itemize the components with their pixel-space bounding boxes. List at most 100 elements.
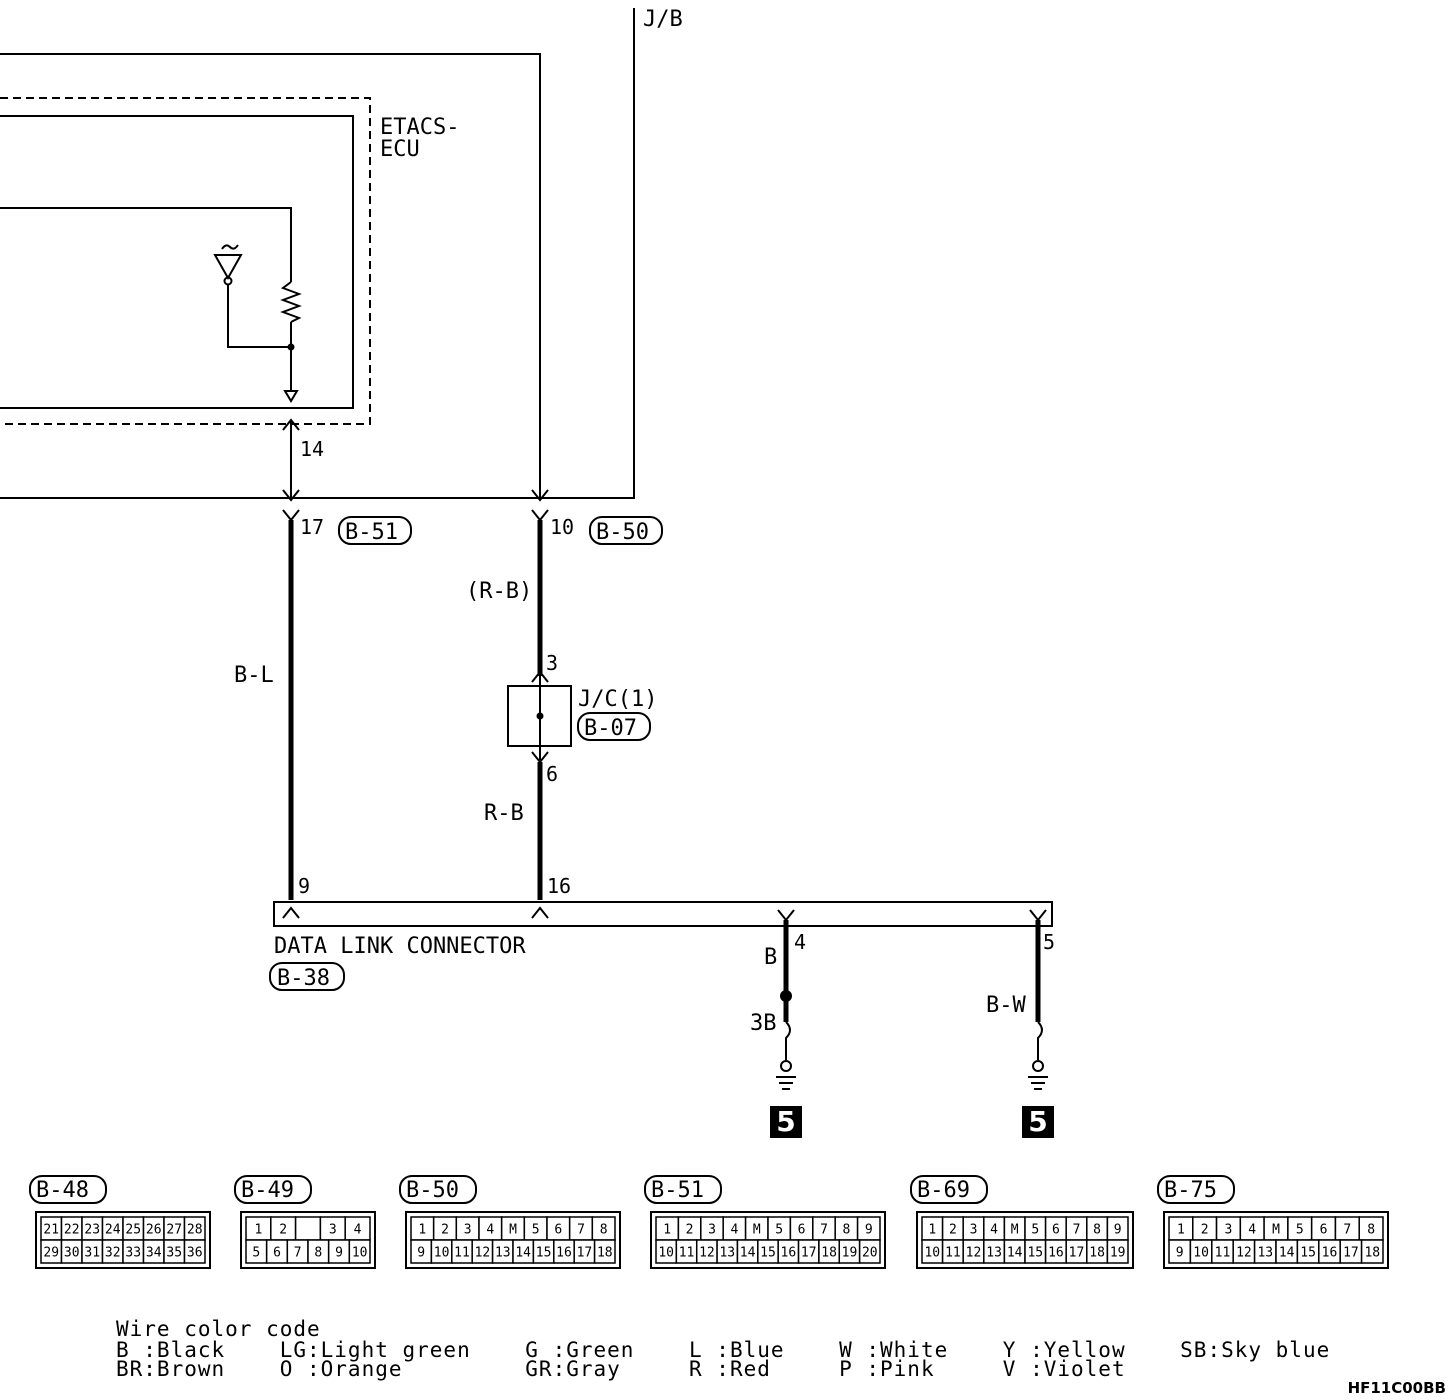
connector-pin-number: 7	[820, 1223, 828, 1238]
connector-pin-number: 14	[515, 1246, 531, 1261]
joint-connector-dot	[536, 712, 544, 720]
connector-pin-number: 8	[600, 1223, 608, 1238]
connector-housing	[1163, 1211, 1389, 1269]
pin-17-label: 17	[300, 515, 324, 539]
connector-pin-number: 19	[842, 1246, 858, 1261]
connector-pin-number: 14	[1007, 1246, 1023, 1261]
connector-b50-label: B-50	[596, 520, 649, 545]
connector-cell	[183, 1239, 206, 1264]
ground-terminal-2	[1032, 1060, 1044, 1072]
connector-pin-number: 11	[679, 1246, 695, 1261]
connector-face-tag	[399, 1175, 477, 1204]
connector-pin-number: 33	[125, 1246, 141, 1261]
connector-pin-number: 11	[1215, 1246, 1231, 1261]
legend-title: Wire color code	[116, 1317, 321, 1341]
jb-pin17-arrow-icon	[282, 489, 300, 502]
connector-pin-number: 21	[43, 1223, 59, 1238]
connector-cell	[593, 1239, 616, 1264]
connector-pin-number: 12	[699, 1246, 715, 1261]
connector-face-tag	[29, 1175, 107, 1204]
diagram-code: HF11C00BB	[1348, 1379, 1446, 1397]
connector-pin-number: 7	[577, 1223, 585, 1238]
connector-pin-number: 1	[663, 1223, 671, 1238]
connector-pin-number: 14	[740, 1246, 756, 1261]
resistor-symbol	[280, 281, 302, 323]
connector-pin-number: 2	[949, 1223, 957, 1238]
connector-pin-number: 4	[730, 1223, 738, 1238]
wire-b-l-label: B-L	[234, 663, 274, 688]
connector-face-label: B-49	[241, 1178, 294, 1203]
connector-pin-number: 20	[862, 1246, 878, 1261]
connector-pin-number: 18	[597, 1246, 613, 1261]
connector-pin-number: 34	[146, 1246, 162, 1261]
connector-pin-number: M	[753, 1223, 761, 1238]
connector-pin-number: 7	[294, 1246, 302, 1261]
dlc-pin5-arrow-icon	[1029, 909, 1047, 922]
connector-pin-number: 18	[1364, 1246, 1380, 1261]
pin-16-label: 16	[547, 874, 571, 898]
connector-pin-number: 17	[1343, 1246, 1359, 1261]
pin-10-label: 10	[550, 515, 574, 539]
connector-pin-number: 10	[434, 1246, 450, 1261]
connector-pin-number: 30	[64, 1246, 80, 1261]
ground-icon-1	[776, 1076, 796, 1090]
connector-pin-number: 6	[554, 1223, 562, 1238]
connector-face-label: B-75	[1164, 1178, 1217, 1203]
connector-cell	[1106, 1239, 1129, 1264]
connector-pin-number: M	[509, 1223, 517, 1238]
ground-badge-2	[1022, 1106, 1054, 1138]
connector-pin-number: 18	[1089, 1246, 1105, 1261]
connector-pin-number: 1	[254, 1223, 262, 1238]
connector-face-label: B-48	[36, 1178, 89, 1203]
connector-pin-number: 1	[1177, 1223, 1185, 1238]
connector-pin-number: 15	[760, 1246, 776, 1261]
connector-pin-number: 10	[658, 1246, 674, 1261]
connector-pin-number: 5	[1296, 1223, 1304, 1238]
connector-b38-tag	[269, 962, 345, 991]
connector-pin-number: 4	[354, 1223, 362, 1238]
connector-pin-number: 17	[1069, 1246, 1085, 1261]
connector-housing	[405, 1211, 621, 1269]
connector-pin-number: 11	[945, 1246, 961, 1261]
connector-cell	[1360, 1239, 1384, 1264]
connector-pin-number: 22	[64, 1223, 80, 1238]
connector-pin-number: 3	[970, 1223, 978, 1238]
connector-b50-tag	[589, 516, 663, 545]
ground-badge-2-label: 5	[1028, 1105, 1047, 1138]
pin-14-label: 14	[300, 437, 324, 461]
wire-3b-label: 3B	[750, 1011, 777, 1036]
connector-housing	[35, 1211, 211, 1269]
connector-pin-number: 10	[924, 1246, 940, 1261]
connector-pin-number: 1	[928, 1223, 936, 1238]
jb-pin17-arrow-icon-lower	[282, 509, 300, 522]
pin-6-label: 6	[546, 762, 558, 786]
connector-pin-number: 12	[966, 1246, 982, 1261]
connector-pin-number: 18	[821, 1246, 837, 1261]
connector-pin-number: M	[1011, 1223, 1019, 1238]
connector-pin-number: 15	[1027, 1246, 1043, 1261]
legend-row-1: B :Black LG:Light green G :Green L :Blue…	[116, 1338, 1330, 1362]
connector-face-tag	[910, 1175, 988, 1204]
connector-pin-number: 6	[1320, 1223, 1328, 1238]
ground-icon-2	[1028, 1076, 1048, 1090]
legend-row-2: BR:Brown O :Orange GR:Gray R :Red P :Pin…	[116, 1357, 1126, 1381]
connector-face-tag	[234, 1175, 312, 1204]
connector-pin-number: 32	[105, 1246, 121, 1261]
ecu-output-arrow-icon	[283, 390, 299, 403]
etacs-ecu-label-line2: ECU	[380, 137, 420, 162]
connector-pin-number: 27	[166, 1223, 182, 1238]
connector-pin-number: 26	[146, 1223, 162, 1238]
pin-3-label: 3	[546, 651, 558, 675]
connector-pin-number: 3	[329, 1223, 337, 1238]
connector-pin-number: 7	[1343, 1223, 1351, 1238]
data-link-connector-label: DATA LINK CONNECTOR	[274, 934, 526, 959]
connector-pin-number: 9	[335, 1246, 343, 1261]
connector-b51-label: B-51	[345, 520, 398, 545]
connector-pin-number: 36	[187, 1246, 203, 1261]
connector-pin-number: 17	[577, 1246, 593, 1261]
connector-pin-number: 6	[273, 1246, 281, 1261]
connector-cell	[294, 1216, 322, 1241]
connector-housing	[916, 1211, 1134, 1269]
